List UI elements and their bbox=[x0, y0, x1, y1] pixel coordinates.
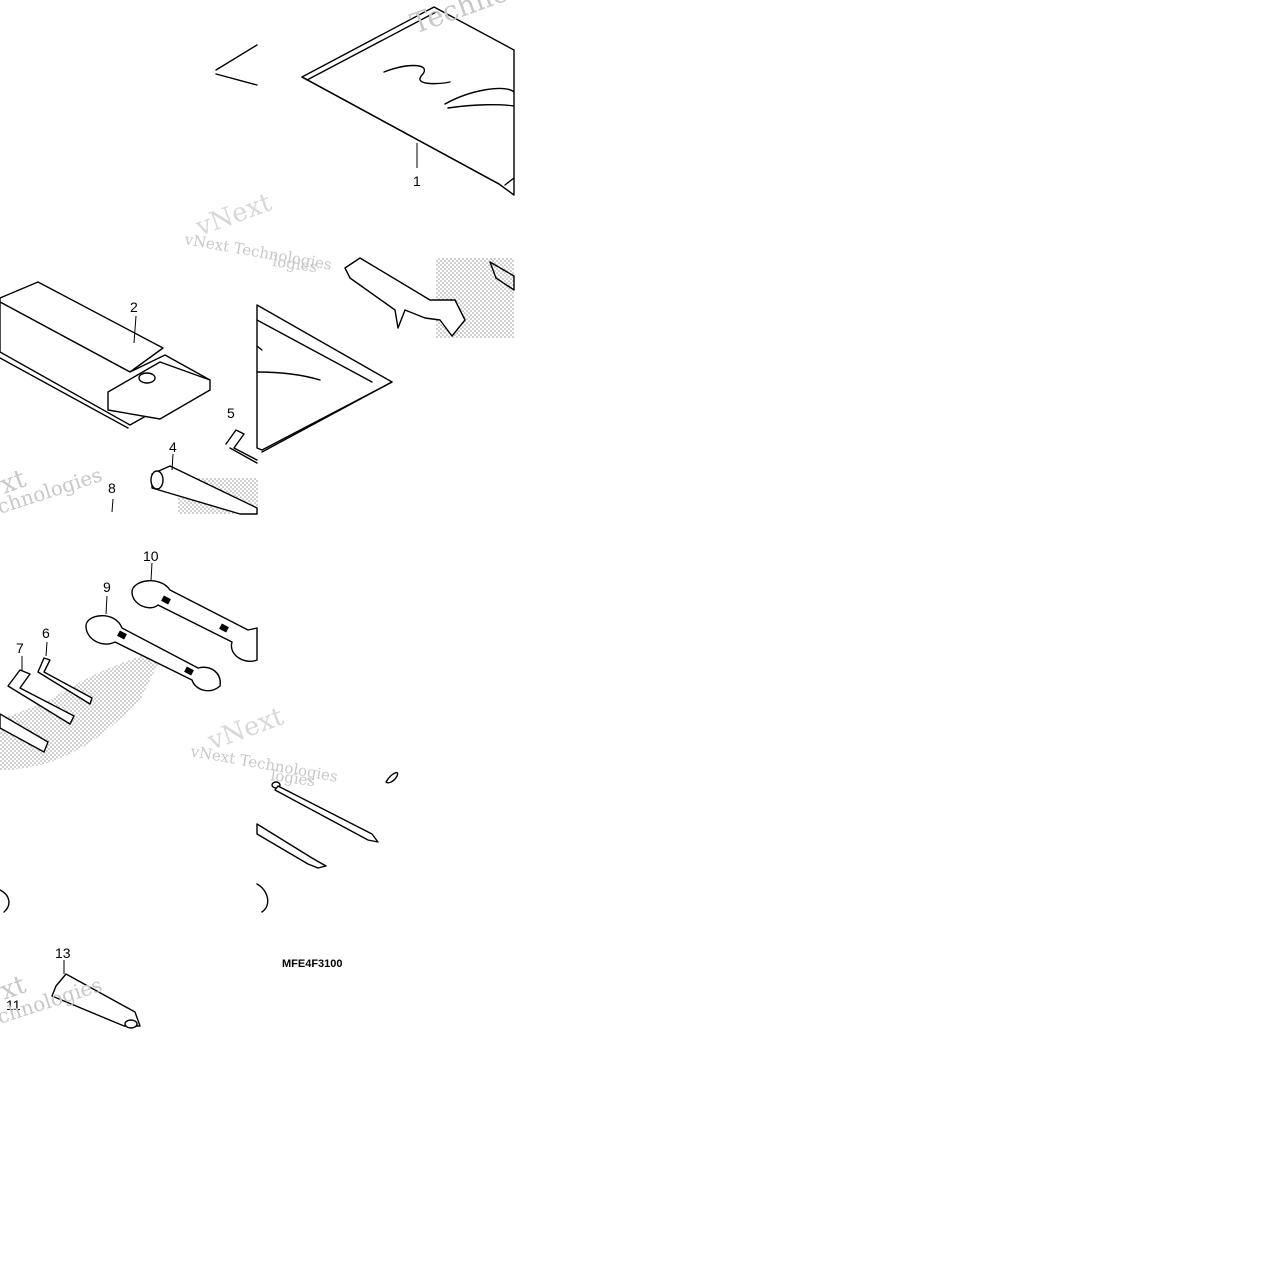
callout-2: 2 bbox=[130, 299, 138, 315]
handle-13 bbox=[51, 973, 141, 1029]
tile-lower-right: logies bbox=[256, 766, 399, 913]
callout-11: 11 bbox=[6, 997, 21, 1013]
tile-top-left bbox=[215, 44, 258, 86]
callout-9: 9 bbox=[103, 579, 111, 595]
callout-1: 1 bbox=[413, 173, 421, 189]
pin-spanner bbox=[344, 257, 466, 337]
open-end-wrench-9 bbox=[85, 615, 221, 692]
phillips-screwdriver bbox=[271, 771, 399, 843]
tile-middle-right: logies bbox=[256, 252, 515, 453]
callout-7: 7 bbox=[16, 640, 24, 656]
flat-screwdriver bbox=[256, 823, 327, 869]
open-end-wrench-10 bbox=[131, 580, 258, 662]
owners-manual bbox=[301, 6, 515, 196]
tile-lower-left: 10 9 6 7 vNext Technologies vNext bbox=[0, 548, 339, 786]
hex-key-6 bbox=[225, 429, 258, 464]
hex-key-partial bbox=[0, 713, 49, 753]
part-code: MFE4F3100 bbox=[282, 958, 343, 970]
watermark-text: vNext bbox=[203, 702, 288, 757]
callout-5: 6 bbox=[42, 625, 50, 641]
callout-13: 13 bbox=[55, 945, 71, 961]
hex-key-5 bbox=[37, 657, 93, 705]
hex-key-7 bbox=[7, 669, 75, 725]
spark-plug-wrench bbox=[150, 465, 258, 515]
watermark-text: vNext bbox=[191, 188, 276, 243]
tool-bag-flap bbox=[256, 304, 393, 453]
callout-4: 4 bbox=[169, 439, 177, 455]
tile-bottom: 13 11 xt chnologies bbox=[0, 889, 141, 1029]
callout-8: 8 bbox=[108, 480, 116, 496]
tile-top-right: 1 Techno bbox=[301, 0, 515, 196]
callout-6: 5 bbox=[227, 405, 235, 421]
tool-bag bbox=[0, 281, 211, 429]
callout-10: 10 bbox=[143, 548, 159, 564]
